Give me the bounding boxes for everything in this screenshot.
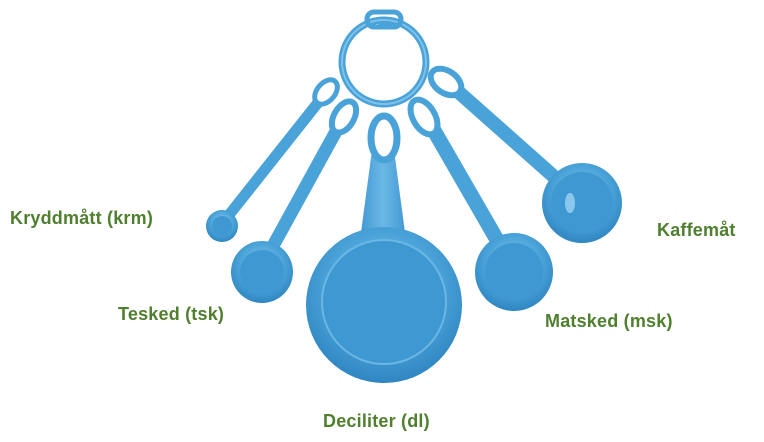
label-matsked: Matsked (msk) xyxy=(545,311,673,332)
label-kryddmatt: Kryddmått (krm) xyxy=(10,208,153,229)
label-deciliter: Deciliter (dl) xyxy=(323,411,430,432)
key-ring xyxy=(342,12,426,104)
label-tesked: Tesked (tsk) xyxy=(118,304,224,325)
label-kaffemat: Kaffemåt xyxy=(657,220,736,241)
